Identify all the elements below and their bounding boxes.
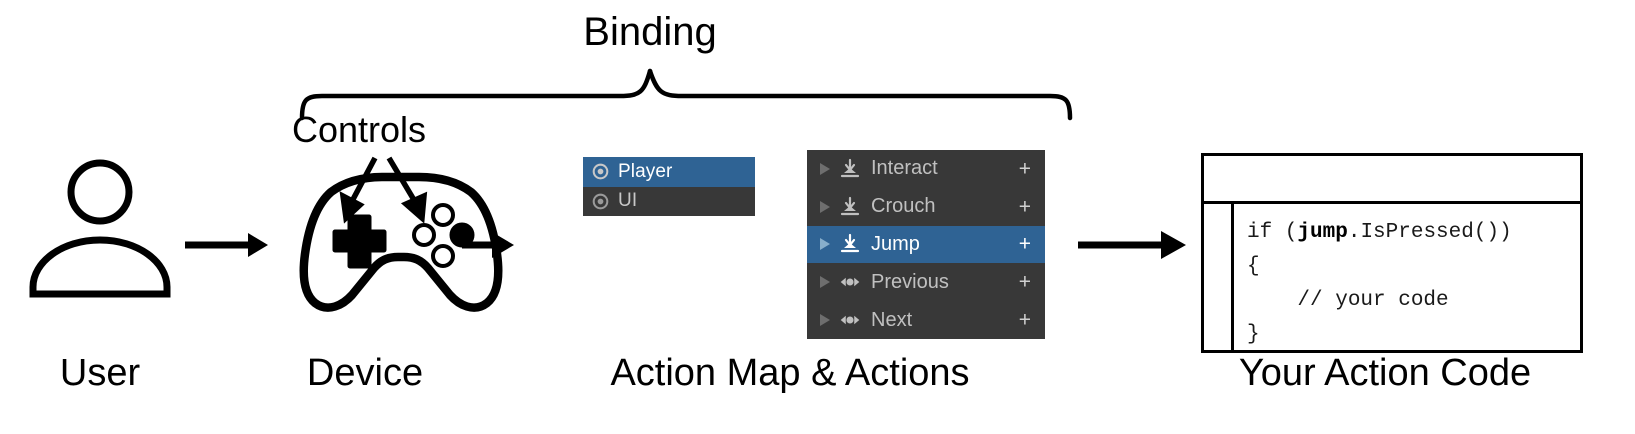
button-action-icon <box>839 233 861 255</box>
code-line: { <box>1247 250 1580 284</box>
action-map-icon <box>592 193 609 210</box>
action-row[interactable]: Next + <box>807 301 1045 339</box>
action-row[interactable]: Interact + <box>807 150 1045 188</box>
action-map-panel[interactable]: Player UI <box>583 157 755 216</box>
add-binding-button[interactable]: + <box>1018 270 1031 294</box>
action-label: Crouch <box>871 195 936 218</box>
code-window[interactable]: if (jump.IsPressed()) { // your code} <box>1201 153 1583 353</box>
button-action-icon <box>839 196 861 218</box>
action-row[interactable]: Crouch + <box>807 188 1045 226</box>
add-binding-button[interactable]: + <box>1018 157 1031 181</box>
add-binding-button[interactable]: + <box>1018 308 1031 332</box>
user-icon <box>29 159 171 298</box>
action-map-label: UI <box>618 190 638 212</box>
chevron-right-icon[interactable] <box>807 236 839 252</box>
code-token: { <box>1247 255 1260 279</box>
gamepad-icon <box>299 172 503 312</box>
action-row[interactable]: Previous + <box>807 263 1045 301</box>
code-token: // your code <box>1247 289 1449 313</box>
binding-label: Binding <box>583 10 717 54</box>
chevron-right-icon[interactable] <box>807 274 839 290</box>
code-line: // your code <box>1247 284 1580 318</box>
caption-user: User <box>59 352 141 394</box>
button-action-icon <box>839 158 861 180</box>
chevron-right-icon[interactable] <box>807 161 839 177</box>
code-token: if ( <box>1247 221 1298 244</box>
action-label: Interact <box>871 157 938 180</box>
code-token: .IsPressed()) <box>1347 221 1512 244</box>
action-label: Next <box>871 308 913 331</box>
arrow-user-to-device <box>185 233 268 257</box>
action-map-label: Player <box>618 160 673 182</box>
caption-action-map: Action Map & Actions <box>610 352 970 394</box>
arrow-device-to-actionmap <box>462 232 514 258</box>
chevron-right-icon[interactable] <box>807 199 839 215</box>
action-label: Jump <box>871 232 920 255</box>
code-window-body: if (jump.IsPressed()) { // your code} <box>1204 204 1580 350</box>
code-token: } <box>1247 323 1260 347</box>
add-binding-button[interactable]: + <box>1018 195 1031 219</box>
controls-pointer-arrows <box>339 156 428 224</box>
code-token-emphasis: jump <box>1297 221 1348 244</box>
add-binding-button[interactable]: + <box>1018 232 1031 256</box>
chevron-right-icon[interactable] <box>807 312 839 328</box>
action-row[interactable]: Jump + <box>807 225 1045 264</box>
actions-panel[interactable]: Interact + Crouch + <box>807 150 1045 339</box>
action-map-row-player[interactable]: Player <box>583 157 755 187</box>
arrow-actions-to-code <box>1078 231 1186 259</box>
code-line: } <box>1247 318 1580 352</box>
action-map-icon <box>592 163 609 180</box>
caption-action-code: Your Action Code <box>1238 352 1532 394</box>
code-gutter <box>1204 204 1234 350</box>
controls-label: Controls <box>292 109 427 150</box>
code-window-titlebar <box>1204 156 1580 204</box>
code-line: if (jump.IsPressed()) <box>1247 216 1580 250</box>
axis-action-icon <box>839 271 861 293</box>
code-text[interactable]: if (jump.IsPressed()) { // your code} <box>1234 204 1580 350</box>
action-map-row-ui[interactable]: UI <box>583 187 755 217</box>
caption-device: Device <box>306 352 424 394</box>
axis-action-icon <box>839 309 861 331</box>
action-label: Previous <box>871 270 949 293</box>
